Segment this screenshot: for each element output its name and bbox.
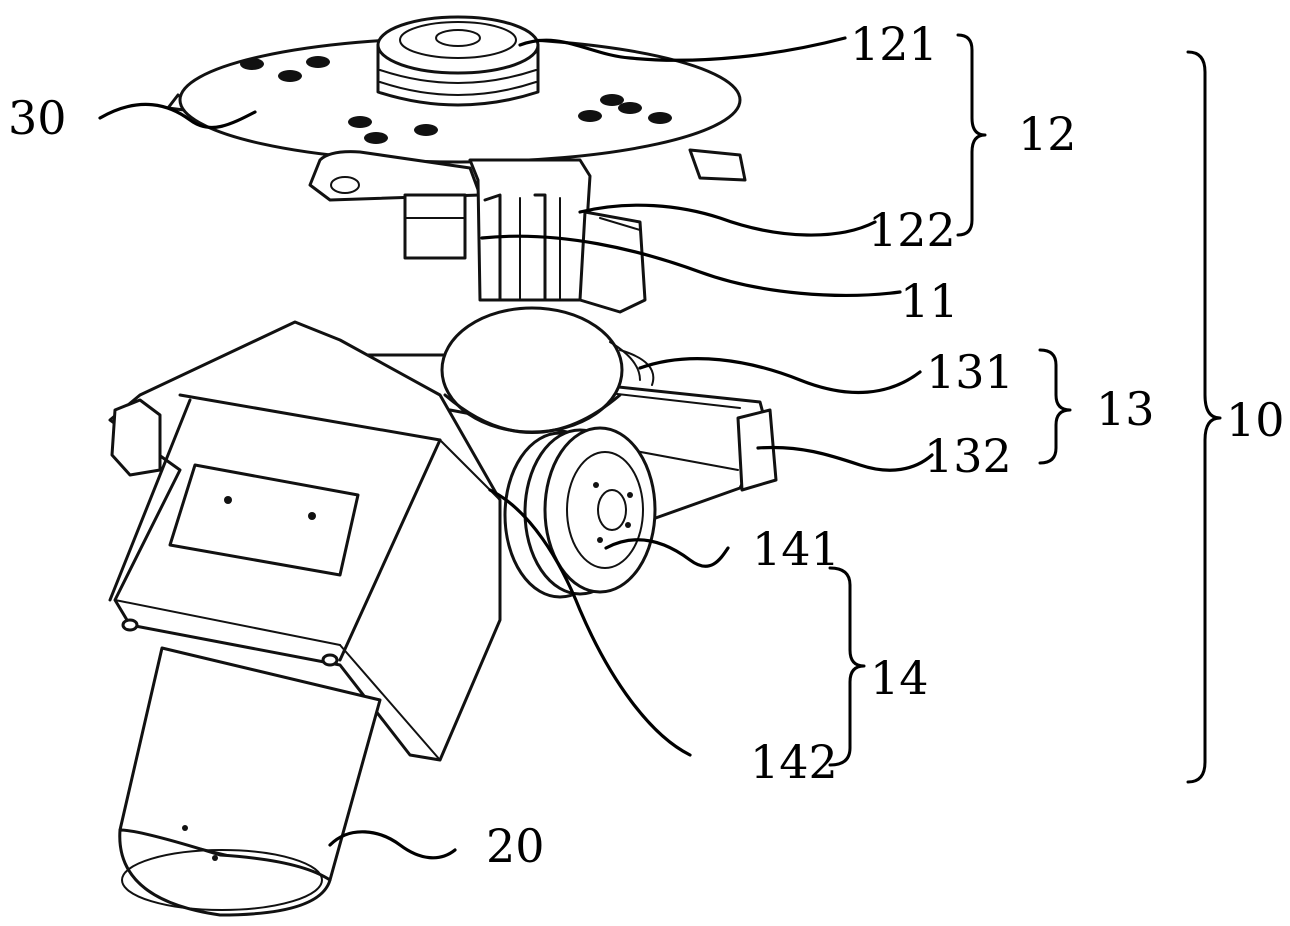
leader-20 <box>330 832 455 858</box>
yaw-motor-stator <box>378 17 538 105</box>
label-10: 10 <box>1226 393 1285 447</box>
pitch-motor <box>505 428 655 597</box>
label-20: 20 <box>486 819 545 873</box>
brace-12 <box>958 35 985 235</box>
brace-13 <box>1040 350 1070 463</box>
label-14: 14 <box>870 651 929 705</box>
label-142: 142 <box>750 735 838 789</box>
label-122: 122 <box>868 203 956 257</box>
leader-132 <box>758 447 932 470</box>
label-131: 131 <box>926 345 1014 399</box>
brace-10 <box>1188 52 1220 782</box>
label-12: 12 <box>1018 107 1077 161</box>
label-13: 13 <box>1096 382 1155 436</box>
leader-131 <box>640 359 920 393</box>
label-141: 141 <box>752 522 840 576</box>
label-121: 121 <box>850 17 938 71</box>
label-11: 11 <box>900 274 959 328</box>
camera-lens <box>120 648 380 915</box>
label-132: 132 <box>924 429 1012 483</box>
label-30: 30 <box>8 91 67 145</box>
yaw-arm <box>310 152 645 312</box>
